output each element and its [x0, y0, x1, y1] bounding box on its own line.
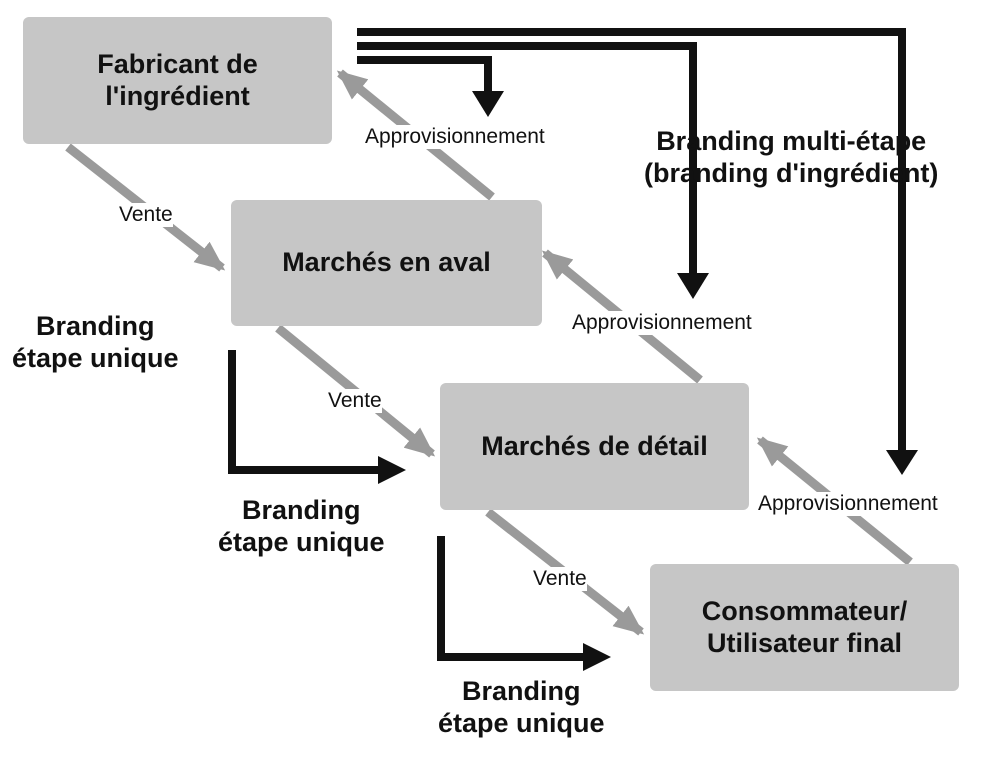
consommateur-line-1: Consommateur/: [701, 596, 908, 627]
single-branding-arrow-1: [228, 350, 382, 474]
single-arrowhead-2: [583, 643, 611, 671]
single-branding-2-line-2: étape unique: [218, 526, 385, 557]
single-arrowhead-1: [378, 456, 406, 484]
multi-branding-line-2: (branding d'ingrédient): [644, 157, 939, 188]
fabricant-line-1: Fabricant de: [97, 49, 258, 80]
fabricant-box: Fabricant de l'ingrédient: [23, 17, 332, 144]
marches-detail-box: Marchés de détail: [440, 383, 749, 510]
approvisionnement-label-1: Approvisionnement: [365, 125, 545, 149]
single-branding-label-3: Branding étape unique: [438, 676, 605, 740]
marches-detail-label: Marchés de détail: [481, 430, 708, 461]
approvisionnement-label-2: Approvisionnement: [572, 311, 752, 335]
single-branding-label-1: Branding étape unique: [12, 311, 179, 375]
single-branding-label-2: Branding étape unique: [218, 495, 385, 559]
single-branding-arrow-2: [437, 536, 587, 661]
fabricant-line-2: l'ingrédient: [105, 80, 250, 111]
consommateur-box: Consommateur/ Utilisateur final: [650, 564, 959, 691]
single-branding-2-line-1: Branding: [242, 495, 361, 525]
multi-branding-line-1: Branding multi-étape: [656, 126, 927, 156]
single-branding-1-line-2: étape unique: [12, 342, 179, 373]
approvisionnement-label-3: Approvisionnement: [758, 492, 938, 516]
marches-aval-box: Marchés en aval: [231, 200, 542, 326]
marches-aval-label: Marchés en aval: [282, 247, 491, 278]
multi-arrowhead-supply: [472, 91, 504, 117]
vente-label-3: Vente: [533, 567, 587, 591]
multi-arrowhead-downstream: [677, 273, 709, 299]
vente-label-1: Vente: [119, 203, 173, 227]
single-branding-3-line-1: Branding: [462, 676, 581, 706]
multi-arrowhead-retail: [886, 450, 918, 475]
single-branding-1-line-1: Branding: [36, 311, 155, 341]
consommateur-line-2: Utilisateur final: [706, 627, 903, 658]
multi-branding-arrows: [357, 28, 906, 452]
multi-branding-label: Branding multi-étape (branding d'ingrédi…: [644, 126, 938, 190]
vente-label-2: Vente: [328, 389, 382, 413]
single-branding-3-line-2: étape unique: [438, 707, 605, 738]
